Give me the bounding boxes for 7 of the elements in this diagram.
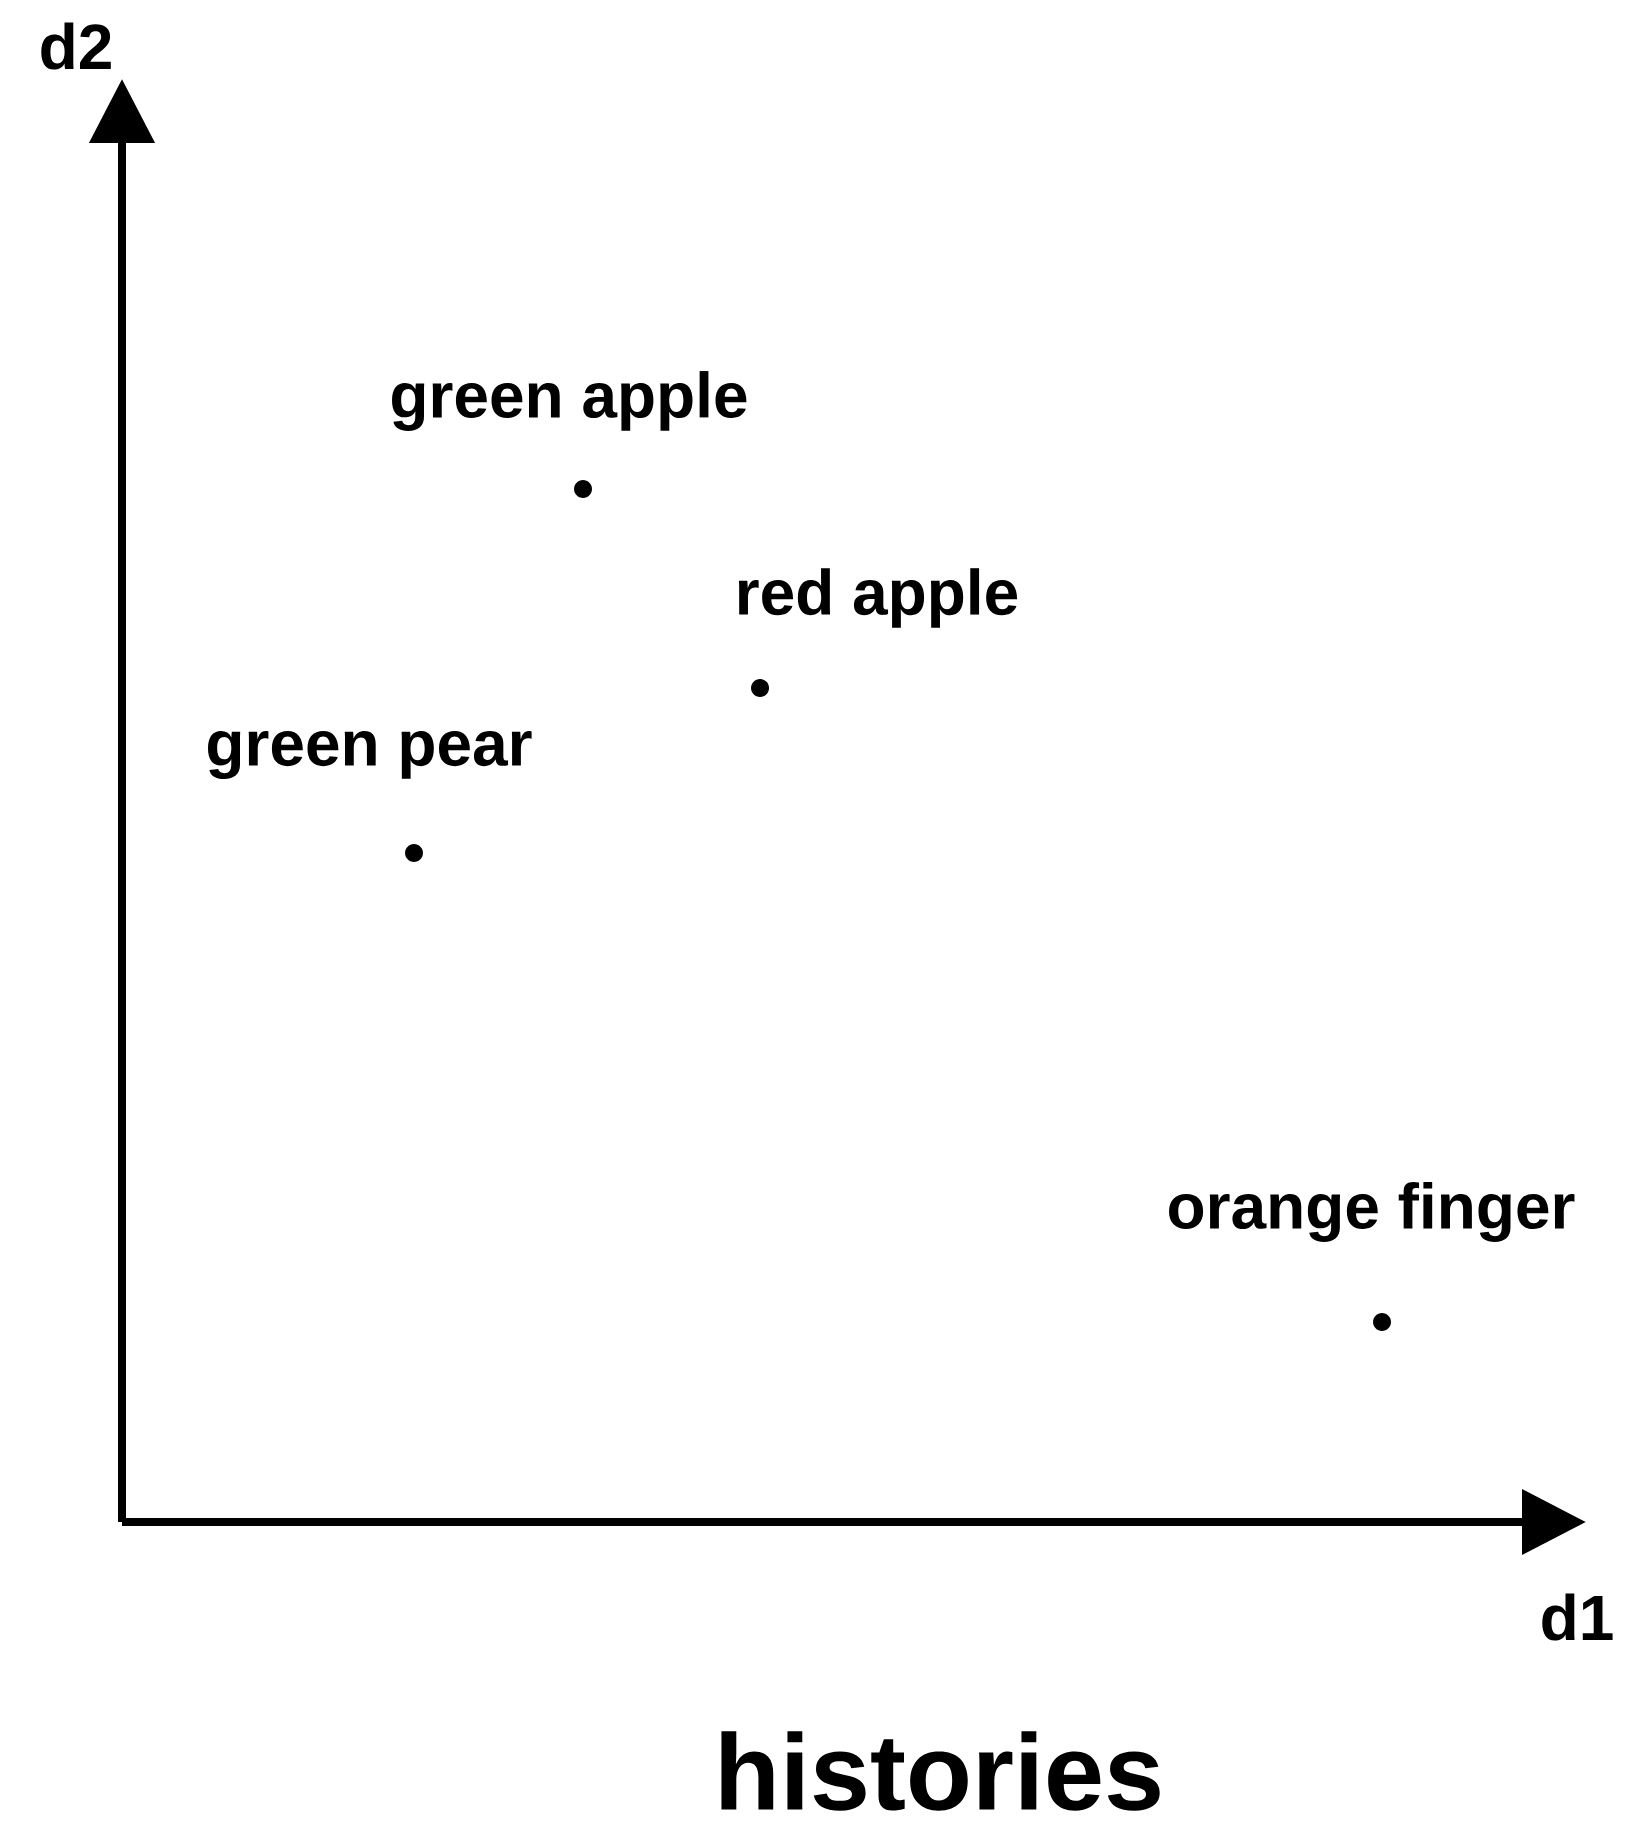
axis-label: d2: [41, 22, 111, 70]
point-label: orange finger: [1169, 1182, 1575, 1242]
caption: histories: [721, 1731, 1160, 1811]
axis-label: d1: [1542, 1593, 1613, 1641]
point-label: red apple: [738, 568, 1018, 628]
point-label: green apple: [392, 371, 747, 431]
point-label: green pear: [208, 730, 532, 780]
